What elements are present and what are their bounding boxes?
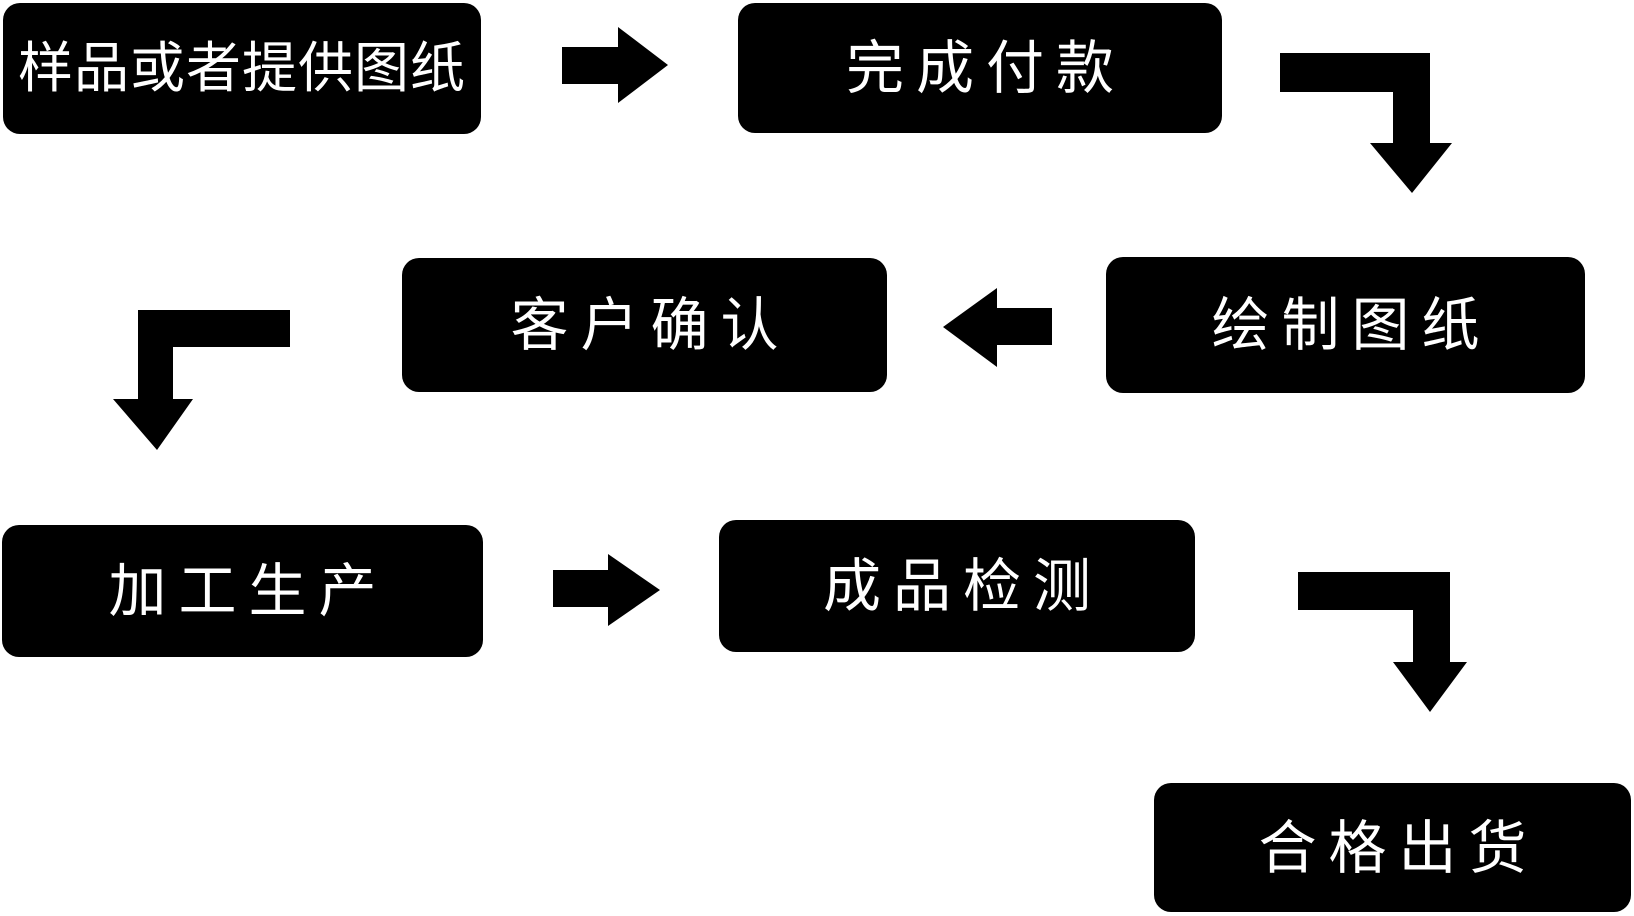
flow-node-label: 客户确认 [510, 291, 791, 359]
arrow-right-icon [553, 554, 660, 626]
flow-node-label: 合格出货 [1258, 813, 1539, 882]
flow-node-label: 样品或者提供图纸 [17, 36, 466, 100]
arrow-elbow-right-down-icon [1298, 572, 1467, 712]
flow-node-product-inspection: 成品检测 [719, 520, 1195, 652]
flow-node-complete-payment: 完成付款 [738, 3, 1222, 133]
flow-node-label: 绘制图纸 [1211, 291, 1492, 359]
flow-node-label: 完成付款 [845, 34, 1126, 102]
arrow-left-icon [943, 288, 1052, 367]
flow-node-draw-drawings: 绘制图纸 [1106, 257, 1585, 393]
flow-node-processing-production: 加工生产 [2, 525, 483, 657]
flow-node-qualified-shipment: 合格出货 [1154, 783, 1631, 912]
arrow-right-icon [562, 27, 668, 103]
flow-node-label: 加工生产 [108, 557, 389, 625]
arrow-elbow-right-down-icon [1280, 53, 1452, 193]
arrow-elbow-left-down-icon [113, 310, 290, 450]
flow-node-customer-confirmation: 客户确认 [402, 258, 887, 392]
flow-node-label: 成品检测 [822, 552, 1103, 620]
flow-node-sample-or-drawings: 样品或者提供图纸 [3, 3, 481, 134]
